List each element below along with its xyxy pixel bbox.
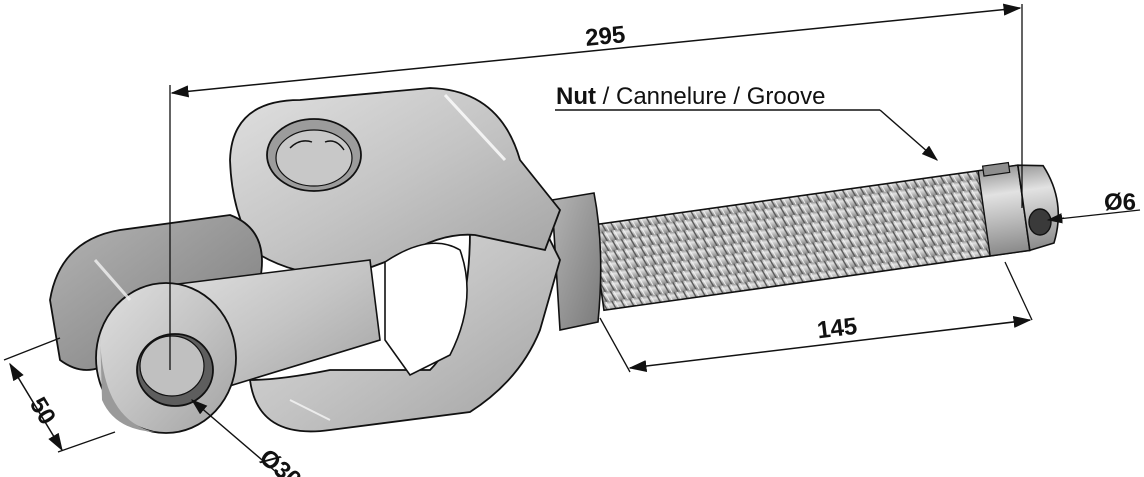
- width-label: 50: [24, 393, 61, 430]
- callout-bold-label: Nut: [556, 83, 596, 110]
- threaded-shaft: [591, 161, 1060, 312]
- dimension-thread-length: 145: [599, 261, 1033, 373]
- pin-hole: [1028, 208, 1052, 236]
- dimension-pin-hole: Ø6: [1046, 189, 1141, 224]
- collar: [551, 192, 602, 331]
- dimension-overall-length: 295: [169, 3, 1023, 370]
- callout-rest-label: / Cannelure / Groove: [596, 83, 825, 110]
- yoke-fork: [229, 87, 562, 433]
- overall-length-label: 295: [584, 21, 627, 52]
- pin-hole-label: Ø6: [1104, 189, 1136, 216]
- bore-label: Ø30: [254, 444, 306, 477]
- eye-lug: [49, 214, 381, 434]
- svg-text:Nut / Cannelure / Groove: Nut / Cannelure / Groove: [556, 83, 825, 110]
- thread-length-label: 145: [816, 313, 859, 345]
- groove-callout: Nut / Cannelure / Groove: [555, 83, 939, 161]
